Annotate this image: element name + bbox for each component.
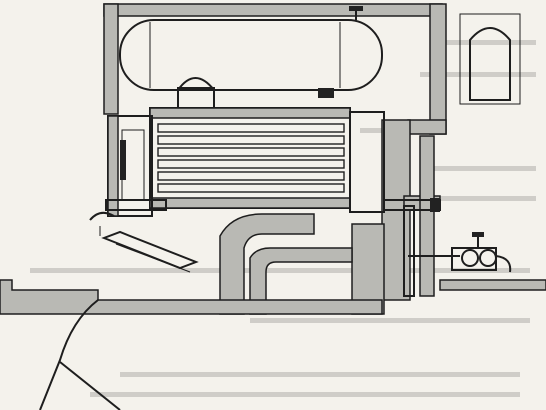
bridge-wall [219, 213, 353, 315]
front-header [105, 115, 167, 217]
masonry-setting [103, 3, 521, 315]
tube-bank [149, 107, 385, 213]
foundation [0, 279, 546, 410]
steam-drum [119, 6, 383, 111]
show-through-text [30, 40, 536, 397]
furnace [89, 211, 199, 273]
outlet-pipe [383, 198, 512, 297]
